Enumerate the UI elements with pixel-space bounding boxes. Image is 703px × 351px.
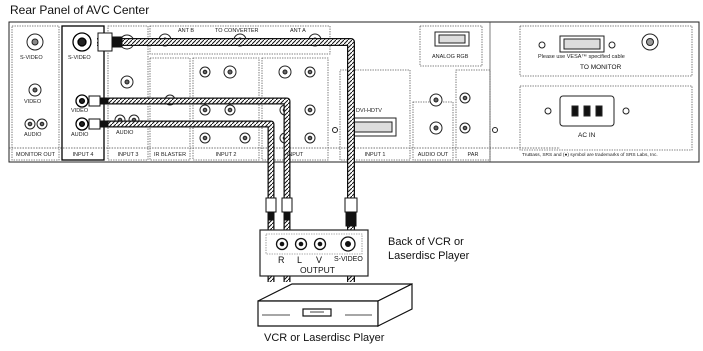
svideo-plug-vcr: [345, 198, 357, 212]
ac-in-label: AC IN: [578, 132, 595, 139]
vcr-back-label-line2: Laserdisc Player: [388, 250, 469, 262]
converter-label: TO CONVERTER: [215, 28, 259, 34]
vcr-jack-label-r: R: [278, 255, 285, 265]
section-label-ir-blaster: IR BLASTER: [150, 152, 190, 158]
monitor-svideo-label: S-VIDEO: [20, 55, 43, 61]
section-label-monitor-out: MONITOR OUT: [12, 152, 59, 158]
page-title: Rear Panel of AVC Center: [10, 3, 149, 17]
input4-svideo-label: S-VIDEO: [68, 55, 91, 61]
vcr-jack-label-svideo: S-VIDEO: [334, 256, 363, 263]
vcr-jack-label-v: V: [316, 255, 322, 265]
vcr-output-label: OUTPUT: [300, 265, 335, 275]
monitor-audio-label: AUDIO: [24, 132, 41, 138]
vcr-device-label: VCR or Laserdisc Player: [264, 332, 384, 344]
audio-plug-panel: [89, 119, 100, 129]
section-label-audio-out: AUDIO OUT: [413, 152, 453, 158]
section-label-input: INPUT: [262, 152, 328, 158]
section-label-input3: INPUT 3: [108, 152, 148, 158]
video-plug-vcr: [282, 198, 292, 212]
section-label-input1: INPUT 1: [340, 152, 410, 158]
ant-b-label: ANT B: [178, 28, 194, 34]
ant-a-label: ANT A: [290, 28, 306, 34]
audio-plug-vcr: [266, 198, 276, 212]
input4-video-label: VIDEO: [71, 108, 88, 114]
monitor-label: TO MONITOR: [580, 64, 621, 71]
section-label-input4: INPUT 4: [62, 152, 104, 158]
analog-rgb-label: ANALOG RGB: [432, 54, 468, 60]
svideo-plug-panel: [98, 33, 112, 51]
dvi-label: DVI-HDTV: [356, 108, 382, 114]
trademark-note: TruBass, SRS and (●) symbol are trademar…: [522, 153, 658, 158]
monitor-note: Please use VESA™ specified cable: [538, 54, 625, 60]
vcr-slot: [303, 309, 331, 316]
input4-audio-label: AUDIO: [71, 132, 88, 138]
section-label-par: PAR: [456, 152, 490, 158]
vcr-jack-label-l: L: [297, 255, 302, 265]
vcr-device: [258, 284, 412, 326]
section-label-input2: INPUT 2: [193, 152, 259, 158]
input3-audio-label: AUDIO: [116, 130, 133, 136]
monitor-video-label: VIDEO: [24, 99, 41, 105]
vcr-back-label-line1: Back of VCR or: [388, 236, 464, 248]
video-plug-panel: [89, 96, 100, 106]
